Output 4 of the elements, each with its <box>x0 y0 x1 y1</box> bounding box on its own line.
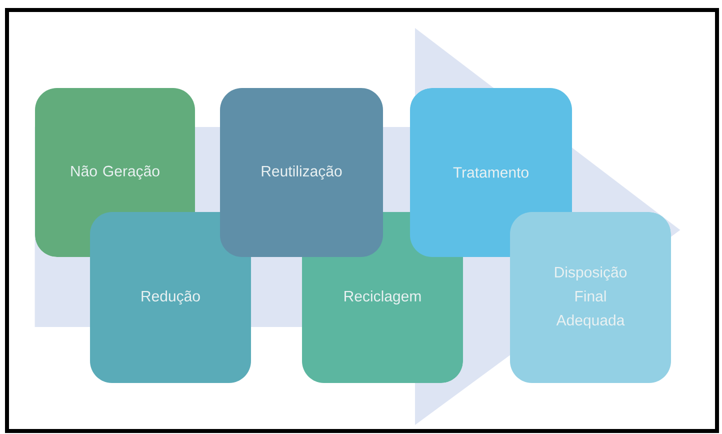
block-arrow <box>34 28 680 425</box>
process-box: Disposição Final Adequada <box>510 212 671 383</box>
process-box: Redução <box>90 212 251 383</box>
process-box: Reutilização <box>220 88 383 257</box>
